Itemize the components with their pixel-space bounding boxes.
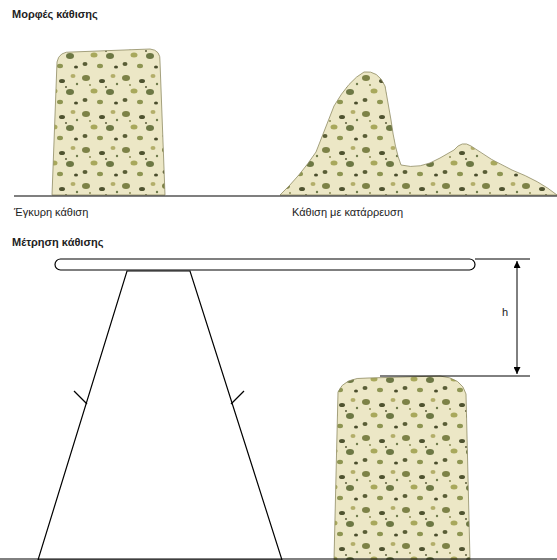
tamping-rod [55, 259, 475, 270]
extension-line [475, 259, 530, 260]
cone-handle [74, 391, 87, 404]
section-heading: Μέτρηση κάθισης [12, 236, 103, 249]
ground-line [14, 195, 557, 196]
slump-cone [38, 271, 282, 560]
dimension-arrow [517, 261, 518, 374]
caption-label: Έγκυρη κάθιση [14, 206, 88, 219]
collapse-slump-concrete [280, 72, 557, 195]
dimension-label: h [500, 306, 510, 319]
base-line [0, 559, 557, 560]
slumped-concrete [334, 376, 470, 560]
valid-slump-concrete [52, 49, 165, 195]
cone-handle [231, 391, 244, 404]
section-heading: Μορφές κάθισης [12, 8, 98, 21]
extension-line [380, 376, 530, 377]
caption-label: Κάθιση με κατάρρευση [292, 206, 403, 219]
